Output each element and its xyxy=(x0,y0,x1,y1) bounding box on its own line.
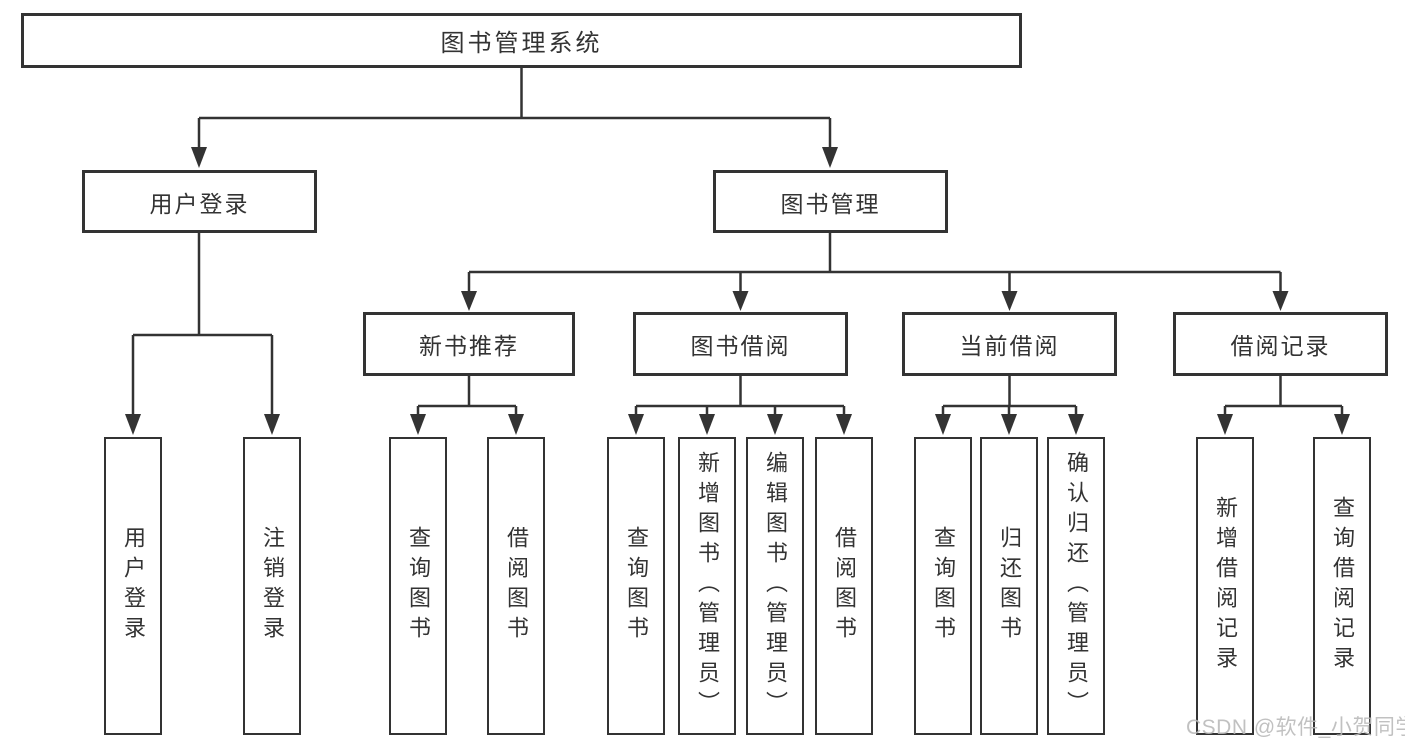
arrow-down-icon xyxy=(461,291,477,311)
node-user-login: 用户登录 xyxy=(82,170,317,233)
arrow-down-icon xyxy=(125,414,141,435)
leaf-label: 新增借阅记录 xyxy=(1213,496,1238,676)
arrow-down-icon xyxy=(264,414,280,435)
leaf-return-books: 归还图书 xyxy=(980,437,1038,735)
leaf-query-books-recommend: 查询图书 xyxy=(389,437,447,735)
connector-current-leaves xyxy=(941,375,1078,415)
connector-records-leaves xyxy=(1223,375,1344,415)
node-label: 新书推荐 xyxy=(419,333,519,359)
watermark: CSDN @软件_小贺同学 xyxy=(1186,716,1405,739)
arrow-down-icon xyxy=(1334,414,1350,435)
leaf-label: 确认归还（管理员） xyxy=(1064,451,1089,721)
leaf-logout: 注销登录 xyxy=(243,437,301,735)
leaf-label: 编辑图书（管理员） xyxy=(763,451,788,721)
arrow-down-icon xyxy=(1001,414,1017,435)
node-label: 借阅记录 xyxy=(1230,333,1331,359)
arrow-down-icon xyxy=(1272,291,1289,311)
leaf-label: 查询借阅记录 xyxy=(1330,496,1355,676)
leaf-query-books-current: 查询图书 xyxy=(914,437,972,735)
node-book-borrowing: 图书借阅 xyxy=(633,312,848,376)
leaf-label: 归还图书 xyxy=(997,526,1022,646)
node-label: 用户登录 xyxy=(149,190,250,217)
leaf-label: 用户登录 xyxy=(121,526,146,646)
connector-book-management-children xyxy=(467,233,1282,292)
leaf-label: 借阅图书 xyxy=(504,526,529,646)
leaf-borrow-books-recommend: 借阅图书 xyxy=(487,437,545,735)
leaf-edit-books-admin: 编辑图书（管理员） xyxy=(746,437,804,735)
arrow-down-icon xyxy=(1001,291,1018,311)
leaf-query-books-borrow: 查询图书 xyxy=(607,437,665,735)
arrow-down-icon xyxy=(699,414,715,435)
leaf-confirm-return-admin: 确认归还（管理员） xyxy=(1047,437,1105,735)
leaf-label: 查询图书 xyxy=(931,526,956,646)
arrow-down-icon xyxy=(191,147,207,168)
leaf-label: 查询图书 xyxy=(406,526,431,646)
node-current-borrowing: 当前借阅 xyxy=(902,312,1117,376)
leaf-label: 借阅图书 xyxy=(832,526,857,646)
node-borrowing-records: 借阅记录 xyxy=(1173,312,1388,376)
node-label: 图书管理系统 xyxy=(440,30,603,57)
arrow-down-icon xyxy=(1068,414,1084,435)
arrow-down-icon xyxy=(410,414,426,435)
node-new-book-recommendation: 新书推荐 xyxy=(363,312,575,376)
arrow-down-icon xyxy=(767,414,783,435)
connector-user-login-children xyxy=(131,233,274,415)
connector-root-to-level2 xyxy=(197,68,832,149)
node-book-management: 图书管理 xyxy=(713,170,948,233)
node-library-management-system: 图书管理系统 xyxy=(21,13,1022,68)
leaf-add-books-admin: 新增图书（管理员） xyxy=(678,437,736,735)
leaf-label: 注销登录 xyxy=(260,526,285,646)
node-label: 图书管理 xyxy=(780,190,881,217)
connector-recommend-leaves xyxy=(416,375,518,415)
leaf-borrow-books: 借阅图书 xyxy=(815,437,873,735)
arrow-down-icon xyxy=(836,414,852,435)
leaf-add-borrow-record: 新增借阅记录 xyxy=(1196,437,1254,735)
leaf-query-borrow-record: 查询借阅记录 xyxy=(1313,437,1371,735)
arrow-down-icon xyxy=(508,414,524,435)
arrow-down-icon xyxy=(628,414,644,435)
leaf-user-login: 用户登录 xyxy=(104,437,162,735)
arrow-down-icon xyxy=(935,414,951,435)
node-label: 图书借阅 xyxy=(690,333,791,359)
leaf-label: 新增图书（管理员） xyxy=(695,451,720,721)
arrow-down-icon xyxy=(1217,414,1233,435)
leaf-label: 查询图书 xyxy=(624,526,649,646)
node-label: 当前借阅 xyxy=(959,333,1060,359)
connector-borrowing-leaves xyxy=(634,375,846,415)
arrow-down-icon xyxy=(822,147,838,168)
arrow-down-icon xyxy=(732,291,749,311)
